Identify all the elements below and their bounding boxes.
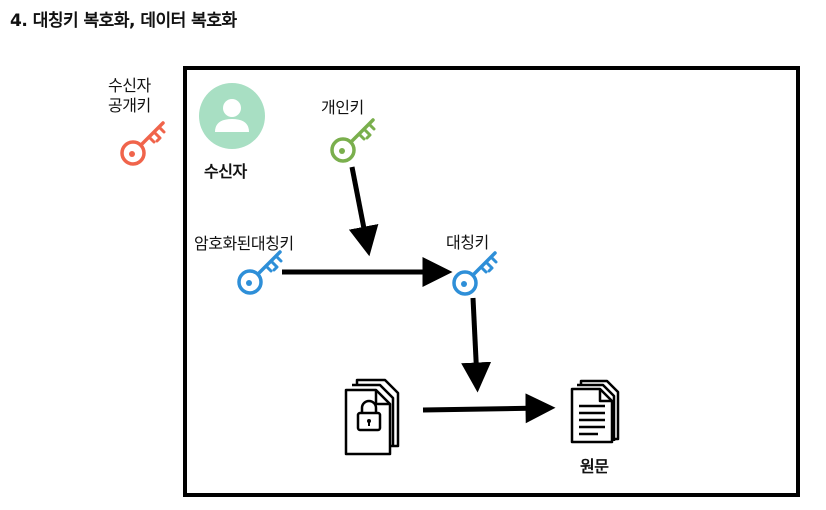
document-icon bbox=[570, 379, 620, 444]
encrypted-key-icon bbox=[237, 250, 283, 295]
user-icon bbox=[199, 83, 265, 149]
page-title: 4. 대칭키 복호화, 데이터 복호화 bbox=[10, 11, 237, 31]
plaintext-label: 원문 bbox=[580, 457, 609, 476]
symmetric-key-icon bbox=[452, 251, 498, 296]
process-box bbox=[183, 66, 800, 497]
private-key-label: 개인키 bbox=[321, 98, 364, 117]
arrow-to-plaintext bbox=[422, 393, 556, 424]
encrypted-key-label: 암호화된대칭키 bbox=[194, 234, 294, 253]
locked-document-icon bbox=[344, 378, 400, 456]
private-key-icon bbox=[330, 118, 376, 163]
public-key-label: 수신자 공개키 bbox=[108, 76, 151, 115]
public-key-icon bbox=[120, 121, 166, 166]
arrow-symmetric-down bbox=[461, 297, 492, 393]
arrow-private-to-flow bbox=[348, 166, 379, 257]
symmetric-key-label: 대칭키 bbox=[446, 233, 489, 252]
receiver-label: 수신자 bbox=[204, 162, 247, 181]
